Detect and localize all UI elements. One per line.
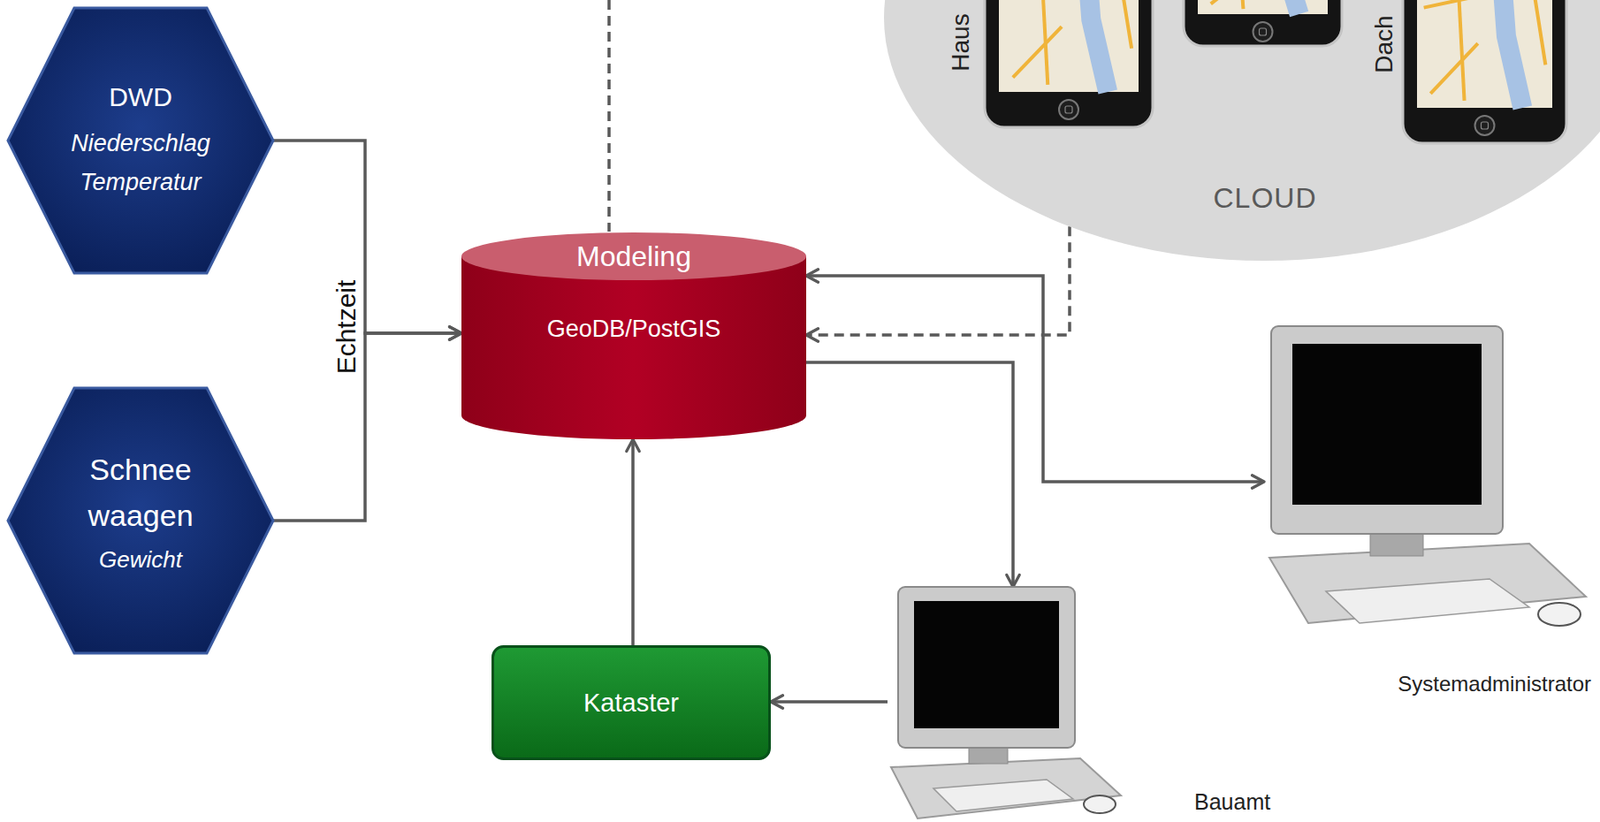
dashed-connector — [806, 226, 1070, 336]
shape-outline — [1264, 326, 1597, 707]
monitor-screen — [914, 601, 1060, 729]
process-box: Kataster — [491, 645, 771, 761]
cloud-region: CLOUD — [883, 0, 1600, 266]
map-river — [1085, 0, 1108, 92]
node-subtitle: Gewicht — [34, 545, 247, 574]
map-road — [1013, 26, 1062, 77]
connector-arrow — [631, 439, 635, 646]
home-button — [1253, 22, 1273, 42]
node-subtitle: GeoDB/PostGIS — [483, 312, 785, 345]
node-title: Modeling — [501, 239, 767, 274]
map-river — [1278, 0, 1300, 15]
node-title: Bauamt — [1194, 788, 1271, 816]
home-button-mark — [1481, 121, 1489, 130]
phone-screen — [998, 0, 1139, 92]
database-cylinder: ModelingGeoDB/PostGIS — [461, 232, 807, 440]
source-hexagon: Schnee waagenGewicht — [7, 388, 274, 654]
source-hexagon: DWD Niederschlag Temperatur — [7, 7, 274, 274]
dashed-feed-line — [607, 0, 611, 232]
map-road — [1211, 0, 1257, 4]
phone-group — [984, 0, 1567, 144]
home-button — [1475, 115, 1495, 136]
node-title: CLOUD — [1176, 181, 1354, 215]
hexagon-shape — [7, 7, 274, 274]
desk-unit — [891, 758, 1121, 819]
hexagon-shape — [7, 388, 274, 654]
monitor-frame — [1271, 326, 1503, 534]
cylinder-body — [461, 256, 807, 440]
label-holder: Dach — [1370, 15, 1399, 73]
phone-body — [1402, 0, 1567, 144]
box-shape — [493, 647, 770, 760]
label-holder: Echtzeit — [331, 280, 362, 375]
mouse — [1538, 602, 1581, 626]
node-title: DWD — [34, 81, 247, 114]
phone-body — [1183, 0, 1342, 46]
cloud-shape — [883, 0, 1600, 261]
mouse — [1083, 795, 1116, 814]
node-title: Schnee waagen — [65, 446, 216, 539]
monitor-screen — [1292, 343, 1482, 505]
computer-workstation: Systemadministrator — [1264, 326, 1597, 707]
monitor-frame — [898, 586, 1075, 748]
home-button-mark — [1259, 28, 1267, 36]
node-subtitle: Niederschlag Temperatur — [52, 123, 229, 202]
map-road — [1430, 43, 1479, 94]
computer-illustration — [1269, 326, 1586, 626]
connector-arrow — [806, 275, 1265, 482]
home-button — [1059, 99, 1079, 120]
phone-body — [984, 0, 1153, 128]
map-road — [1531, 0, 1546, 65]
shape-outline — [887, 586, 1286, 822]
line-label: Echtzeit — [331, 280, 362, 375]
device-label: Dach — [1370, 15, 1399, 73]
keyboard — [1325, 579, 1530, 624]
connector-arrow — [273, 333, 462, 521]
connector-arrow — [273, 140, 462, 334]
computer-workstation: Bauamt — [887, 586, 1286, 822]
map-road — [1457, 0, 1465, 101]
home-button-mark — [1065, 106, 1073, 114]
device-label: Haus — [946, 13, 976, 71]
cylinder-top — [461, 232, 807, 281]
map-road — [1236, 0, 1243, 9]
keyboard — [933, 779, 1074, 812]
map-road — [1040, 0, 1048, 85]
phone-screen — [1417, 0, 1553, 108]
node-title: Kataster — [507, 685, 755, 720]
connector-arrow — [806, 362, 1014, 587]
map-river — [1500, 0, 1523, 108]
computer-illustration — [891, 586, 1121, 819]
connector-arrow — [770, 700, 888, 704]
label-holder: Haus — [946, 13, 976, 71]
node-title: Systemadministrator — [1264, 670, 1592, 698]
phone-screen — [1197, 0, 1328, 15]
shape-outline — [883, 0, 1600, 266]
map-road — [1117, 0, 1132, 49]
